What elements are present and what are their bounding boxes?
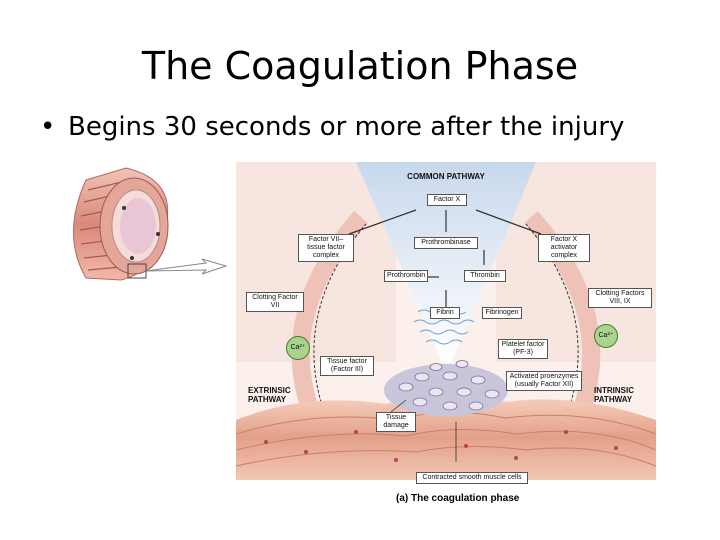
bullet-point: • Begins 30 seconds or more after the inj…	[40, 112, 624, 142]
vessel-tube	[73, 167, 169, 281]
coagulation-figure: COMMON PATHWAY Factor X Prothrombinase P…	[236, 162, 656, 512]
extrinsic-pathway-label: EXTRINSIC PATHWAY	[248, 386, 291, 404]
activated-proenzymes-box: Activated proenzymes (usually Factor XII…	[506, 371, 582, 391]
prothrombinase-box: Prothrombinase	[414, 237, 478, 249]
zoom-arrow-icon	[145, 258, 228, 275]
blood-vessel-illustration	[73, 167, 228, 281]
calcium-left-icon: Ca²⁺	[286, 336, 310, 360]
common-pathway-label: COMMON PATHWAY	[407, 172, 485, 181]
bullet-text: Begins 30 seconds or more after the inju…	[68, 112, 625, 142]
slide-title: The Coagulation Phase	[141, 44, 579, 88]
intrinsic-pathway-label: INTRINSIC PATHWAY	[594, 386, 634, 404]
tissue-damage-box: Tissue damage	[376, 412, 416, 432]
smooth-muscle-box: Contracted smooth muscle cells	[416, 472, 528, 484]
calcium-right-icon: Ca²⁺	[594, 324, 618, 348]
figure-caption: (a) The coagulation phase	[396, 493, 520, 504]
factor-x-box: Factor X	[427, 194, 467, 206]
factor-x-activator-box: Factor X activator complex	[538, 234, 590, 262]
tissue-layer	[236, 394, 656, 480]
platelet-clot	[384, 360, 508, 416]
fibrin-box: Fibrin	[430, 307, 460, 319]
clotting-factors-viii-ix-box: Clotting Factors VIII, IX	[588, 288, 652, 308]
prothrombin-box: Prothrombin	[384, 270, 428, 282]
bullet-dot: •	[40, 112, 56, 142]
figure-artwork	[236, 162, 656, 480]
fibrinogen-box: Fibrinogen	[482, 307, 522, 319]
pathway-arrows	[348, 209, 542, 307]
factor-vii-complex-box: Factor VII–tissue factor complex	[298, 234, 354, 262]
common-pathway-region	[356, 162, 536, 362]
clotting-factor-vii-box: Clotting Factor VII	[246, 292, 304, 312]
thrombin-box: Thrombin	[464, 270, 506, 282]
tissue-factor-box: Tissue factor (Factor III)	[320, 356, 374, 376]
platelet-factor-box: Platelet factor (PF-3)	[498, 339, 548, 359]
